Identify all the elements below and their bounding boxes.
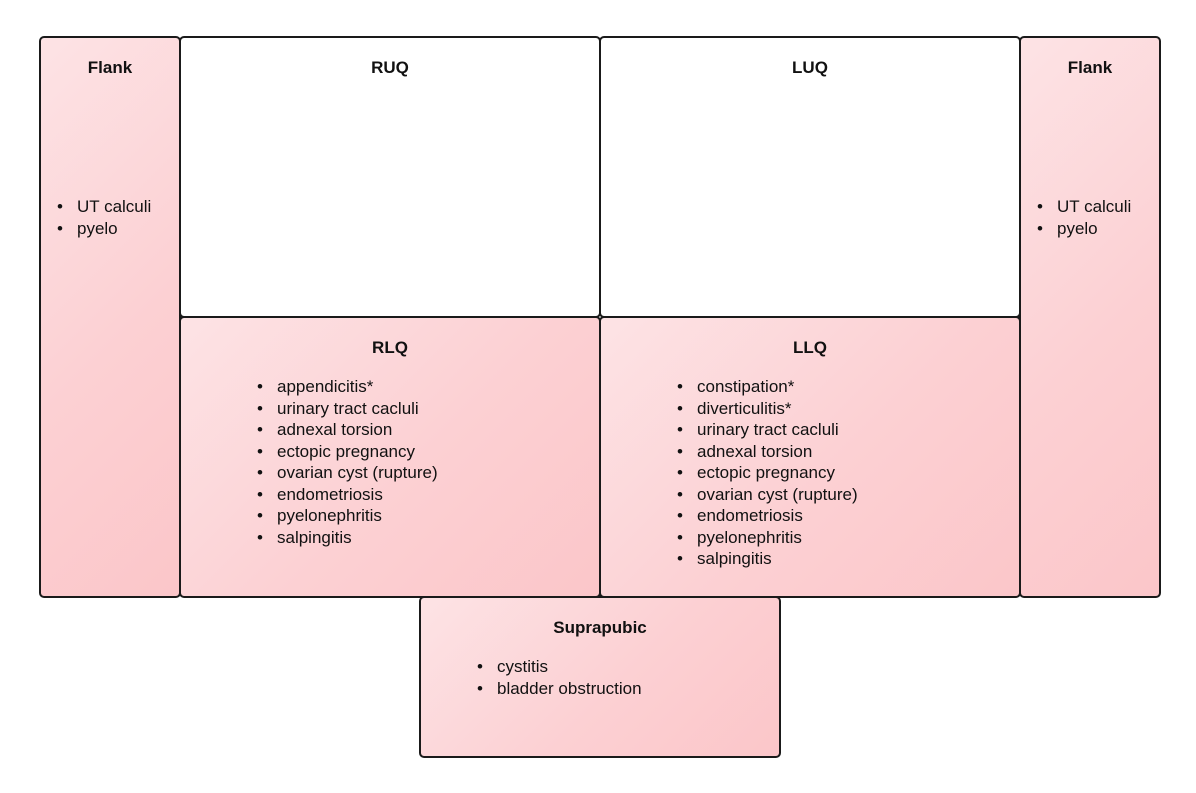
rlq-title: RLQ: [372, 338, 408, 357]
rlq-list: appendicitis* urinary tract cacluli adne…: [257, 376, 438, 548]
list-item: pyelo: [57, 218, 151, 240]
list-item: adnexal torsion: [677, 441, 858, 463]
flank-right-list: UT calculi pyelo: [1037, 196, 1131, 239]
llq-list: constipation* diverticulitis* urinary tr…: [677, 376, 858, 570]
list-item: UT calculi: [57, 196, 151, 218]
flank-right-title: Flank: [1067, 58, 1113, 77]
suprapubic-region: Suprapubic cystitis bladder obstruction: [419, 596, 781, 758]
list-item: adnexal torsion: [257, 419, 438, 441]
list-item: ovarian cyst (rupture): [257, 462, 438, 484]
list-item: ectopic pregnancy: [677, 462, 858, 484]
rlq-region: RLQ appendicitis* urinary tract cacluli …: [179, 316, 601, 598]
list-item: constipation*: [677, 376, 858, 398]
list-item: diverticulitis*: [677, 398, 858, 420]
list-item: bladder obstruction: [477, 678, 642, 700]
flank-left-region: Flank UT calculi pyelo: [39, 36, 181, 598]
suprapubic-list: cystitis bladder obstruction: [477, 656, 642, 699]
list-item: endometriosis: [677, 505, 858, 527]
list-item: salpingitis: [677, 548, 858, 570]
flank-right-region: Flank UT calculi pyelo: [1019, 36, 1161, 598]
list-item: salpingitis: [257, 527, 438, 549]
luq-title: LUQ: [792, 58, 828, 77]
llq-region: LLQ constipation* diverticulitis* urinar…: [599, 316, 1021, 598]
list-item: ectopic pregnancy: [257, 441, 438, 463]
list-item: ovarian cyst (rupture): [677, 484, 858, 506]
ruq-region: RUQ: [179, 36, 601, 318]
luq-region: LUQ: [599, 36, 1021, 318]
list-item: pyelo: [1037, 218, 1131, 240]
list-item: pyelonephritis: [677, 527, 858, 549]
list-item: pyelonephritis: [257, 505, 438, 527]
list-item: endometriosis: [257, 484, 438, 506]
list-item: appendicitis*: [257, 376, 438, 398]
suprapubic-title: Suprapubic: [553, 618, 647, 637]
list-item: UT calculi: [1037, 196, 1131, 218]
list-item: urinary tract cacluli: [257, 398, 438, 420]
ruq-title: RUQ: [371, 58, 409, 77]
list-item: cystitis: [477, 656, 642, 678]
list-item: urinary tract cacluli: [677, 419, 858, 441]
flank-left-title: Flank: [87, 58, 133, 77]
llq-title: LLQ: [793, 338, 827, 357]
flank-left-list: UT calculi pyelo: [57, 196, 151, 239]
